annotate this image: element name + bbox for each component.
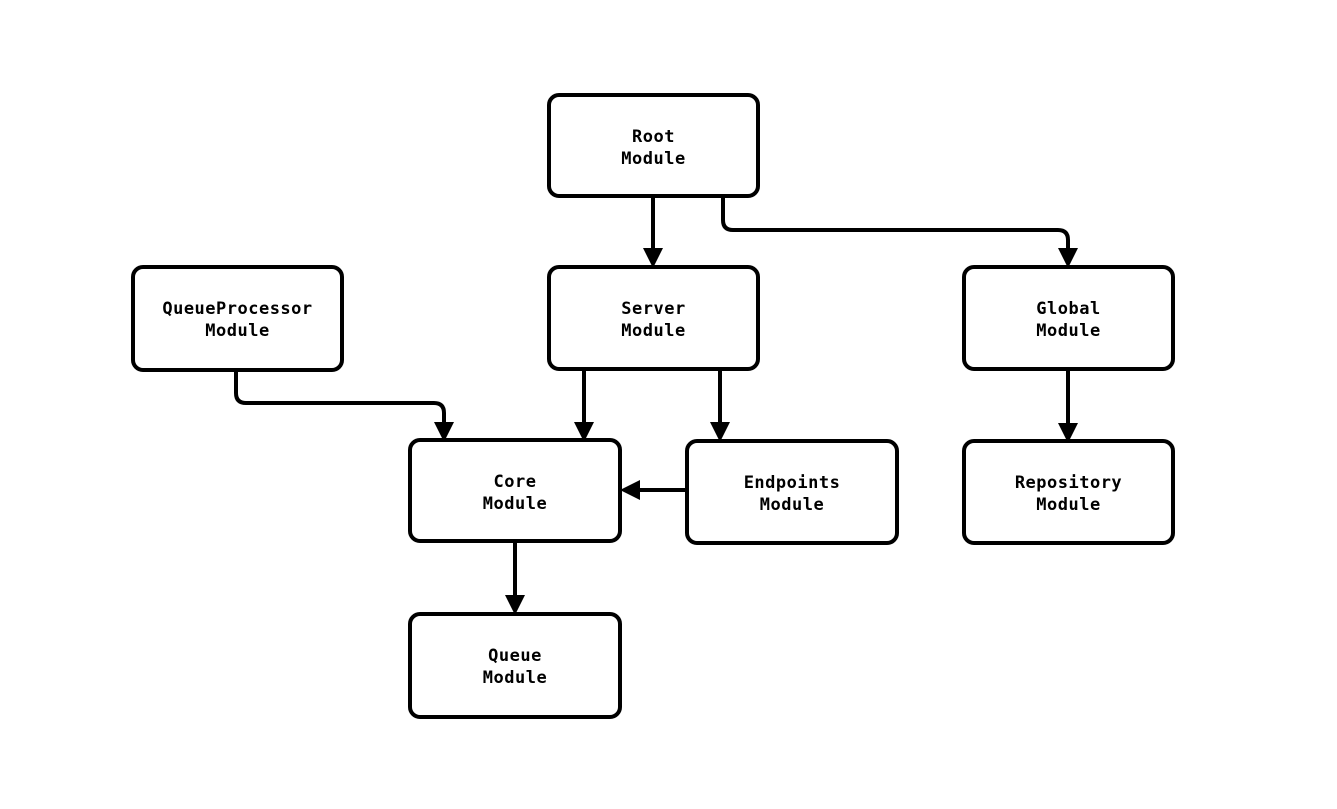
arrowhead-icon — [574, 422, 594, 442]
node-queue-module-box[interactable] — [408, 612, 622, 719]
edge-core-to-queue — [505, 541, 525, 615]
node-repository-module-box[interactable] — [962, 439, 1175, 545]
node-repository-module[interactable]: Repository Module — [962, 439, 1175, 545]
node-root-module[interactable]: Root Module — [547, 93, 760, 198]
arrowhead-icon — [1058, 248, 1078, 268]
node-queueprocessor-module[interactable]: QueueProcessor Module — [131, 265, 344, 372]
node-root-module-label-line1: Root — [632, 127, 675, 147]
node-endpoints-module-box[interactable] — [685, 439, 899, 545]
edge-endpoints-to-core — [620, 480, 687, 500]
edge-server-to-core — [574, 369, 594, 442]
node-global-module-label-line2: Module — [1036, 321, 1100, 341]
node-queueprocessor-module-label-line2: Module — [205, 321, 269, 341]
edge-global-to-repository — [1058, 369, 1078, 443]
node-queue-module[interactable]: Queue Module — [408, 612, 622, 719]
node-global-module[interactable]: Global Module — [962, 265, 1175, 371]
arrowhead-icon — [505, 595, 525, 615]
arrowhead-icon — [643, 248, 663, 268]
node-queue-module-label-line2: Module — [483, 668, 547, 688]
node-queue-module-label-line1: Queue — [488, 646, 542, 666]
node-core-module-label-line1: Core — [494, 472, 537, 492]
node-endpoints-module-label-line2: Module — [760, 495, 824, 515]
node-global-module-box[interactable] — [962, 265, 1175, 371]
node-core-module-label-line2: Module — [483, 494, 547, 514]
node-repository-module-label-line1: Repository — [1015, 473, 1122, 493]
arrowhead-icon — [620, 480, 640, 500]
edge-server-to-endpoints — [710, 369, 730, 442]
edge-root-to-global — [721, 196, 1078, 268]
edge-root-to-server — [643, 196, 663, 268]
node-repository-module-label-line2: Module — [1036, 495, 1100, 515]
arrowhead-icon — [1058, 423, 1078, 443]
edge-layer — [234, 196, 1078, 615]
node-core-module-box[interactable] — [408, 438, 622, 543]
node-core-module[interactable]: Core Module — [408, 438, 622, 543]
node-server-module-box[interactable] — [547, 265, 760, 371]
node-root-module-label-line2: Module — [621, 149, 685, 169]
node-server-module-label-line1: Server — [621, 299, 685, 319]
arrowhead-icon — [710, 422, 730, 442]
node-endpoints-module[interactable]: Endpoints Module — [685, 439, 899, 545]
node-root-module-box[interactable] — [547, 93, 760, 198]
node-global-module-label-line1: Global — [1036, 299, 1100, 319]
node-queueprocessor-module-label-line1: QueueProcessor — [162, 299, 312, 319]
node-endpoints-module-label-line1: Endpoints — [744, 473, 841, 493]
node-queueprocessor-module-box[interactable] — [131, 265, 344, 372]
arrowhead-icon — [434, 422, 454, 442]
node-server-module-label-line2: Module — [621, 321, 685, 341]
node-server-module[interactable]: Server Module — [547, 265, 760, 371]
edge-queueprocessor-to-core — [234, 370, 454, 442]
node-layer: Root Module QueueProcessor Module Server… — [131, 93, 1175, 719]
